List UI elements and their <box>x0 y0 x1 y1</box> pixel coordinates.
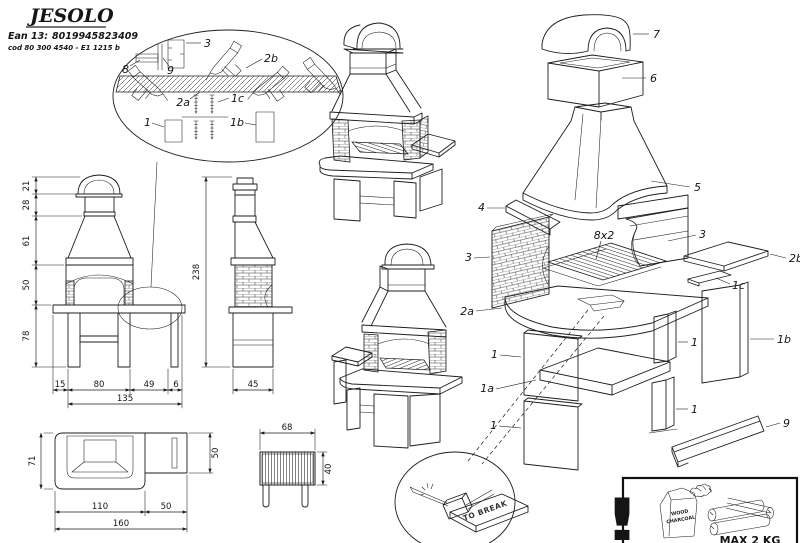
exploded-part-5-label: 5 <box>694 181 701 194</box>
dim-plan-total-width: 160 <box>113 519 129 529</box>
dim-plan-main-width: 110 <box>92 502 108 512</box>
exploded-part-7-label: 7 <box>653 28 660 41</box>
bag-text-line1: WOOD <box>671 509 689 518</box>
brand-title: JESOLO <box>27 5 114 27</box>
side-view-dimensions: 238 45 <box>192 176 274 395</box>
assembled-perspective-rear <box>331 243 463 449</box>
exploded-part-1-lower-right-label: 1 <box>691 403 698 416</box>
exploded-part-9-label: 9 <box>783 417 790 430</box>
exploded-part-1-upper-left-label: 1 <box>491 348 498 361</box>
exploded-part-1b-label: 1b <box>777 333 791 346</box>
exploded-part-1-lower-left-label: 1 <box>490 419 497 432</box>
plan-view: 71 50 110 50 160 <box>28 432 221 533</box>
wood-logs <box>707 497 774 536</box>
dim-shelf-width: 49 <box>144 380 155 390</box>
knockout-detail-inset: TO BREAK <box>394 451 529 543</box>
dim-depth: 45 <box>248 380 259 390</box>
inset-part-8-label: 8 <box>122 63 129 76</box>
inset-part-1c-label: 1c <box>231 92 244 105</box>
inset-part-9-label: 9 <box>167 64 174 77</box>
dim-firebox-height: 50 <box>22 280 32 291</box>
dim-chimney-height: 28 <box>22 200 32 211</box>
dim-edge-width: 6 <box>173 380 178 390</box>
fuel-warning-box: ! WOOD CHARCOAL MAX 2 KG <box>603 476 799 543</box>
exploded-part-2b-label: 2b <box>789 252 800 265</box>
max-load-label: MAX 2 KG <box>720 534 781 543</box>
front-vertical-dimensions: 21 28 61 50 78 <box>22 176 83 368</box>
dim-cap-height: 21 <box>22 181 32 192</box>
exploded-part-4-label: 4 <box>478 201 485 214</box>
side-elevation-view: 238 45 <box>192 176 293 395</box>
exploded-part-6-label: 6 <box>650 72 657 85</box>
exploded-view: 7 6 5 4 3 3 8x2 <box>460 14 800 471</box>
inset-part-2a-label: 2a <box>176 96 190 109</box>
exploded-part-8x2-label: 8x2 <box>594 229 615 242</box>
dim-plan-shelf-depth: 50 <box>211 448 221 459</box>
grill-grate-detail: 68 40 <box>259 423 334 508</box>
inset-part-3-label: 3 <box>204 37 211 50</box>
warning-exclamation: ! <box>603 487 641 543</box>
front-horizontal-dimensions: 15 80 49 6 135 <box>52 314 183 409</box>
grate-dimensions: 68 40 <box>259 423 334 486</box>
ean-value: 8019945823409 <box>52 31 138 42</box>
assembled-perspective-front <box>292 22 456 222</box>
dim-firebox-width: 80 <box>94 380 105 390</box>
inset-part-2b-label: 2b <box>264 52 278 65</box>
product-code: cod 80 300 4540 - E1 1215 b <box>8 44 120 52</box>
exploded-part-1a-label: 1a <box>480 382 494 395</box>
exploded-part-2a-label: 2a <box>460 305 474 318</box>
exploded-part-3-left-label: 3 <box>465 251 472 264</box>
dim-plan-shelf-width: 50 <box>161 502 172 512</box>
front-elevation-view: 21 28 61 50 78 15 80 49 6 135 <box>22 174 186 409</box>
dim-grate-width: 68 <box>282 423 293 433</box>
dim-overhang: 15 <box>55 380 66 390</box>
bag-text-line2: CHARCOAL <box>666 515 696 526</box>
dim-total-height: 238 <box>192 264 202 280</box>
fixing-detail-inset: 3 2b 8 9 2a 1c 1 1b <box>112 29 344 288</box>
exploded-part-1-upper-right-label: 1 <box>691 336 698 349</box>
header-block: JESOLO Ean 13: 8019945823409 cod 80 300 … <box>8 5 138 52</box>
plan-view-dimensions: 71 50 110 50 160 <box>28 432 221 533</box>
inset-part-1-label: 1 <box>144 116 151 129</box>
dim-total-width: 135 <box>117 394 133 404</box>
dim-plan-depth: 71 <box>28 456 38 467</box>
ean-label: Ean 13: <box>8 31 48 42</box>
inset-part-1b-label: 1b <box>230 116 244 129</box>
dim-hood-height: 61 <box>22 236 32 247</box>
exploded-part-3-right-label: 3 <box>699 228 706 241</box>
dim-grate-depth: 40 <box>324 464 334 475</box>
dim-legs-height: 78 <box>22 331 32 342</box>
